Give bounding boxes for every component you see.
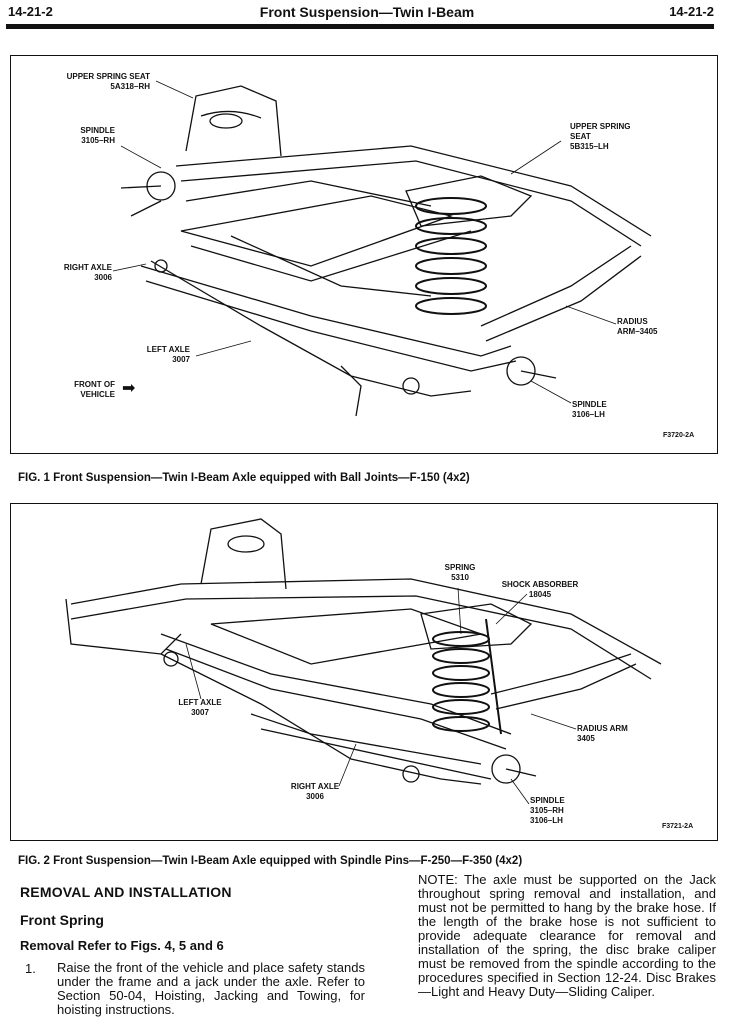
callout-left-axle-fig2: LEFT AXLE 3007: [178, 698, 222, 717]
figure-2-frame: [10, 503, 718, 841]
callout-radius-arm-fig2: RADIUS ARM 3405: [577, 724, 628, 743]
step-text: Raise the front of the vehicle and place…: [57, 960, 365, 1017]
callout-spindle-rh: SPINDLE 3105–RH: [80, 126, 115, 145]
page-title: Front Suspension—Twin I-Beam: [259, 4, 475, 20]
figure-2-caption: FIG. 2 Front Suspension—Twin I-Beam Axle…: [18, 855, 523, 867]
callout-spindle-fig2: SPINDLE 3105–RH 3106–LH: [530, 796, 565, 825]
figure-2-code: F3721-2A: [662, 823, 694, 830]
callout-spindle-lh: SPINDLE 3106–LH: [572, 400, 607, 419]
callout-left-axle: LEFT AXLE 3007: [146, 345, 190, 364]
figure-1-code: F3720-2A: [663, 432, 695, 439]
callout-spring: SPRING 5310: [444, 563, 476, 582]
page-number-right: 14-21-2: [669, 4, 714, 19]
figure-1-frame: [10, 55, 718, 454]
callout-right-axle: RIGHT AXLE 3006: [63, 263, 112, 282]
header-rule: [6, 24, 714, 29]
callout-front-of-vehicle: FRONT OF VEHICLE: [74, 380, 115, 399]
page-number-left: 14-21-2: [8, 4, 53, 19]
front-arrow-icon: ➡: [122, 380, 136, 397]
callout-shock-absorber: SHOCK ABSORBER 18045: [501, 580, 579, 599]
figure-1-caption: FIG. 1 Front Suspension—Twin I-Beam Axle…: [18, 472, 470, 484]
callout-upper-spring-seat-rh: UPPER SPRING SEAT 5A318–RH: [66, 72, 150, 91]
note-text: NOTE: The axle must be supported on the …: [418, 872, 716, 999]
callout-right-axle-fig2: RIGHT AXLE 3006: [290, 782, 340, 801]
step-number: 1.: [25, 961, 36, 976]
removal-heading: Removal Refer to Figs. 4, 5 and 6: [20, 938, 224, 953]
callout-radius-arm: RADIUS ARM–3405: [617, 317, 658, 336]
figure-2-illustration: [65, 518, 662, 805]
section-heading: REMOVAL AND INSTALLATION: [20, 884, 232, 900]
subsection-heading: Front Spring: [20, 912, 104, 928]
figure-1-illustration: [112, 80, 652, 417]
callout-upper-spring-seat-lh: UPPER SPRING SEAT 5B315–LH: [570, 122, 631, 151]
